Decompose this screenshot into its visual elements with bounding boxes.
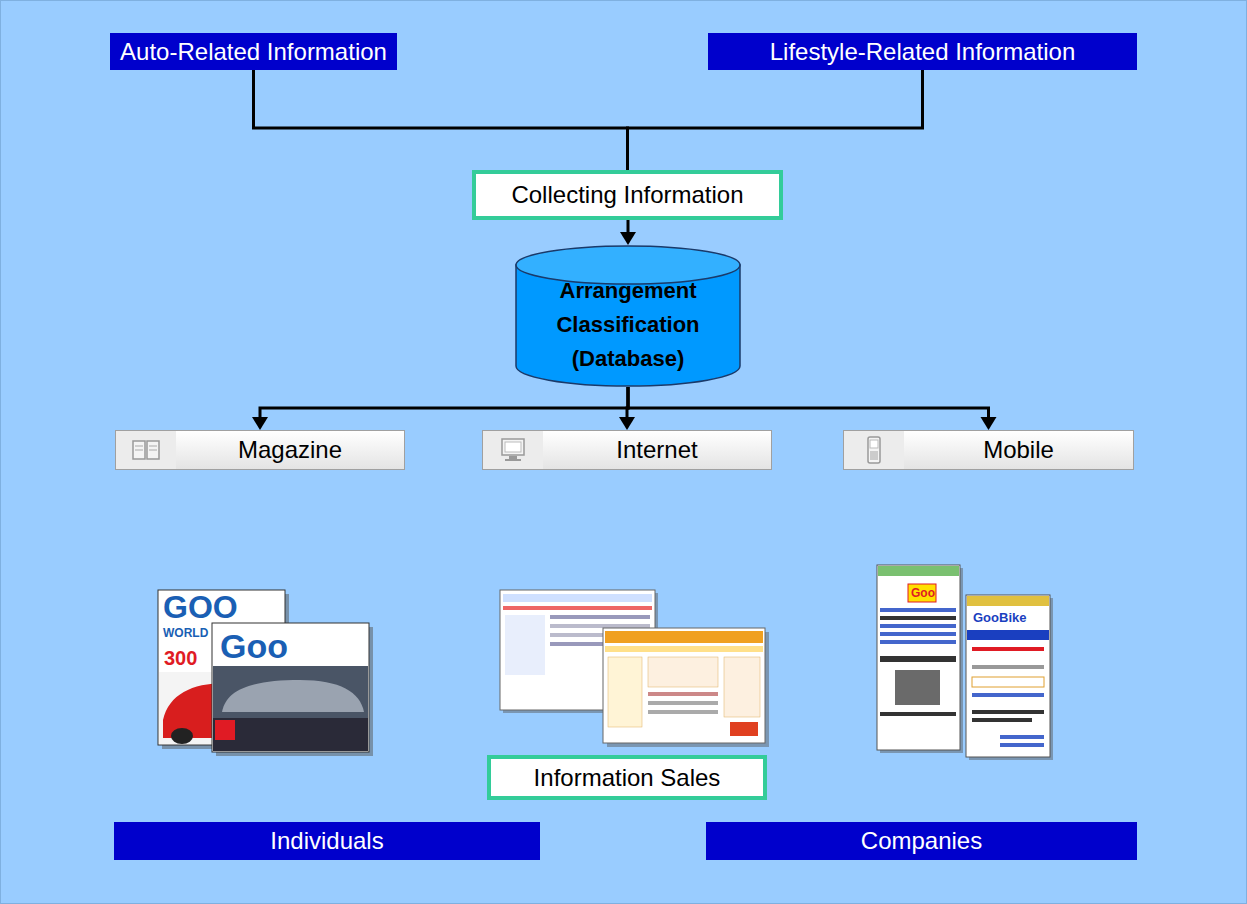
cover-text: 300 — [164, 648, 197, 668]
box-label: Auto-Related Information — [120, 38, 387, 66]
cover-text: GooBike — [973, 611, 1026, 624]
cover-text: GOO — [163, 591, 238, 623]
process-box: Information Sales — [487, 755, 767, 800]
text-holder: Arrangement Classification (Database) — [515, 285, 741, 365]
arrow-head — [252, 417, 268, 430]
text-holder: Individuals — [114, 822, 540, 860]
text-holder: Magazine — [176, 431, 404, 469]
database-cylinder: Arrangement Classification (Database) — [515, 245, 741, 387]
box-label: Information Sales — [534, 764, 721, 792]
box-label: Lifestyle-Related Information — [770, 38, 1075, 66]
box-label: Mobile — [983, 436, 1054, 464]
connector-line — [260, 387, 628, 419]
connector-line — [628, 387, 989, 419]
box-label: Individuals — [270, 827, 383, 855]
cover-text: Goo — [911, 587, 935, 599]
source-box: Lifestyle-Related Information — [708, 33, 1137, 70]
connector — [620, 220, 636, 245]
text-holder: Lifestyle-Related Information — [708, 33, 1137, 70]
connector — [252, 387, 628, 430]
connector-line — [628, 70, 923, 170]
customer-box: Companies — [706, 822, 1137, 860]
text-holder: Mobile — [904, 431, 1133, 469]
text-holder: Collecting Information — [476, 174, 779, 216]
channel-box: Magazine — [115, 430, 405, 470]
process-box: Collecting Information — [472, 170, 783, 220]
text-holder: Companies — [706, 822, 1137, 860]
connector-line — [254, 70, 628, 170]
box-label: Companies — [861, 827, 982, 855]
connector-line — [627, 220, 630, 234]
text-holder: Internet — [543, 431, 771, 469]
channel-box: Mobile — [843, 430, 1134, 470]
text-holder: Auto-Related Information — [110, 33, 397, 70]
connector — [628, 70, 923, 170]
source-box: Auto-Related Information — [110, 33, 397, 70]
connector — [254, 70, 628, 170]
channel-icon — [116, 431, 176, 469]
text-holder: Information Sales — [491, 759, 763, 796]
cover-text: WORLD — [163, 627, 208, 639]
arrow-head — [981, 417, 997, 430]
cover-text: Goo — [220, 629, 288, 663]
box-label: Internet — [616, 436, 697, 464]
box-label: Magazine — [238, 436, 342, 464]
box-label: Collecting Information — [511, 181, 743, 209]
channel-icon — [483, 431, 543, 469]
arrow-head — [619, 417, 635, 430]
database-label: Arrangement Classification (Database) — [546, 274, 711, 376]
connector — [628, 387, 997, 430]
arrow-head — [620, 232, 636, 245]
channel-icon — [844, 431, 904, 469]
channel-box: Internet — [482, 430, 772, 470]
customer-box: Individuals — [114, 822, 540, 860]
